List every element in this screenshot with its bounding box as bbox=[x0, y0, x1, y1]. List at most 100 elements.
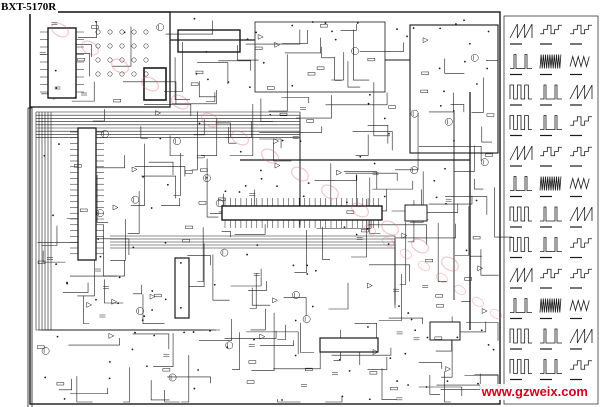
resistor bbox=[305, 367, 313, 372]
circuit-wire bbox=[395, 223, 456, 239]
wire-junction bbox=[446, 380, 449, 383]
wire-junction bbox=[58, 143, 60, 145]
remote-transmitter-box bbox=[29, 11, 171, 108]
circuit-wire bbox=[150, 380, 170, 401]
keypad-contact bbox=[143, 57, 149, 63]
waveform-trace bbox=[540, 268, 562, 279]
circuit-wire bbox=[221, 231, 231, 238]
waveform-cell bbox=[570, 238, 592, 259]
wire-junction bbox=[253, 338, 255, 341]
circuit-wire bbox=[62, 282, 89, 293]
wire-junction bbox=[463, 60, 466, 63]
waveform-cell bbox=[540, 268, 562, 289]
wire-junction bbox=[331, 30, 333, 33]
circuit-wire bbox=[234, 224, 266, 235]
circuit-wire bbox=[76, 376, 93, 403]
waveform-trace bbox=[540, 359, 562, 374]
waveform-trace bbox=[569, 298, 590, 313]
waveform-trace bbox=[569, 328, 593, 344]
circuit-wire bbox=[198, 318, 233, 341]
resistor bbox=[390, 386, 398, 391]
watermark-glyph-stroke bbox=[351, 202, 369, 218]
circuit-wire bbox=[169, 135, 184, 156]
resistor bbox=[198, 201, 207, 205]
circuit-wire bbox=[480, 249, 499, 276]
waveform-cell bbox=[540, 24, 562, 45]
diode bbox=[477, 265, 484, 272]
waveform-cell bbox=[539, 298, 562, 320]
circuit-wire bbox=[69, 260, 125, 277]
resistor bbox=[77, 58, 85, 62]
waveform-trace bbox=[570, 116, 592, 126]
circuit-wire bbox=[224, 330, 277, 339]
circuit-wire bbox=[143, 104, 192, 117]
wire-junction bbox=[368, 93, 371, 96]
regulator-ic bbox=[429, 321, 461, 341]
wire-junction bbox=[291, 84, 294, 87]
transistor bbox=[168, 373, 177, 382]
deflection-transformer bbox=[404, 204, 428, 222]
waveform-trace bbox=[509, 206, 532, 222]
wire-junction bbox=[426, 336, 429, 339]
diode bbox=[257, 33, 264, 40]
transistor bbox=[444, 117, 453, 126]
wire-junction bbox=[207, 78, 209, 81]
resistor bbox=[369, 371, 378, 375]
waveform-trace bbox=[509, 84, 532, 100]
keypad-contact bbox=[95, 71, 101, 77]
circuit-wire bbox=[259, 126, 323, 133]
wire-junction bbox=[260, 177, 263, 180]
waveform-trace bbox=[569, 54, 590, 69]
resistor bbox=[267, 86, 275, 90]
waveform-trace bbox=[570, 24, 592, 35]
resistor bbox=[36, 345, 45, 349]
transistor bbox=[215, 199, 224, 208]
waveform-trace bbox=[540, 115, 562, 130]
waveform-trace bbox=[570, 238, 592, 248]
circuit-wiring bbox=[35, 20, 513, 403]
wire-junction bbox=[455, 23, 457, 25]
circuit-wire bbox=[229, 103, 254, 156]
wire-junction bbox=[43, 154, 46, 157]
watermark-glyph-stroke bbox=[381, 236, 395, 248]
waveform-cell bbox=[569, 206, 593, 228]
wire-junction bbox=[123, 31, 126, 34]
circuit-wire bbox=[369, 177, 381, 234]
circuit-wire bbox=[71, 81, 95, 102]
circuit-wire bbox=[132, 284, 143, 295]
diode bbox=[108, 332, 115, 339]
wire-junction bbox=[311, 305, 314, 308]
main-board-outline bbox=[29, 11, 501, 405]
waveform-cell bbox=[509, 206, 532, 228]
circuit-wire bbox=[465, 322, 499, 341]
bus-line bbox=[36, 137, 301, 228]
wire-junction bbox=[487, 30, 490, 33]
watermark-glyph-stroke bbox=[171, 94, 189, 110]
circuit-wire bbox=[355, 134, 369, 156]
resistor bbox=[485, 153, 493, 157]
waveform-trace bbox=[510, 298, 532, 313]
waveform-cell bbox=[539, 54, 562, 76]
transistor bbox=[173, 137, 181, 145]
circuit-wire bbox=[237, 45, 259, 61]
transistor bbox=[302, 315, 311, 323]
wire-junction bbox=[151, 290, 154, 292]
circuit-wire bbox=[206, 158, 219, 218]
wire-junction bbox=[439, 104, 442, 107]
circuit-wire bbox=[130, 143, 145, 207]
waveform-cell bbox=[540, 146, 562, 167]
circuit-wire bbox=[399, 222, 407, 285]
waveform-cell bbox=[570, 146, 592, 167]
circuit-wire bbox=[132, 333, 170, 350]
circuit-wire bbox=[429, 374, 441, 395]
wire-junction bbox=[179, 262, 182, 264]
watermark-glyph-stroke bbox=[471, 296, 485, 308]
resistor bbox=[56, 382, 65, 386]
circuit-wire bbox=[418, 146, 482, 161]
circuit-wire bbox=[353, 29, 370, 81]
resistor bbox=[436, 304, 444, 308]
circuit-wire bbox=[474, 178, 484, 190]
circuit-wire bbox=[153, 333, 174, 368]
waveform-cell bbox=[510, 298, 532, 320]
